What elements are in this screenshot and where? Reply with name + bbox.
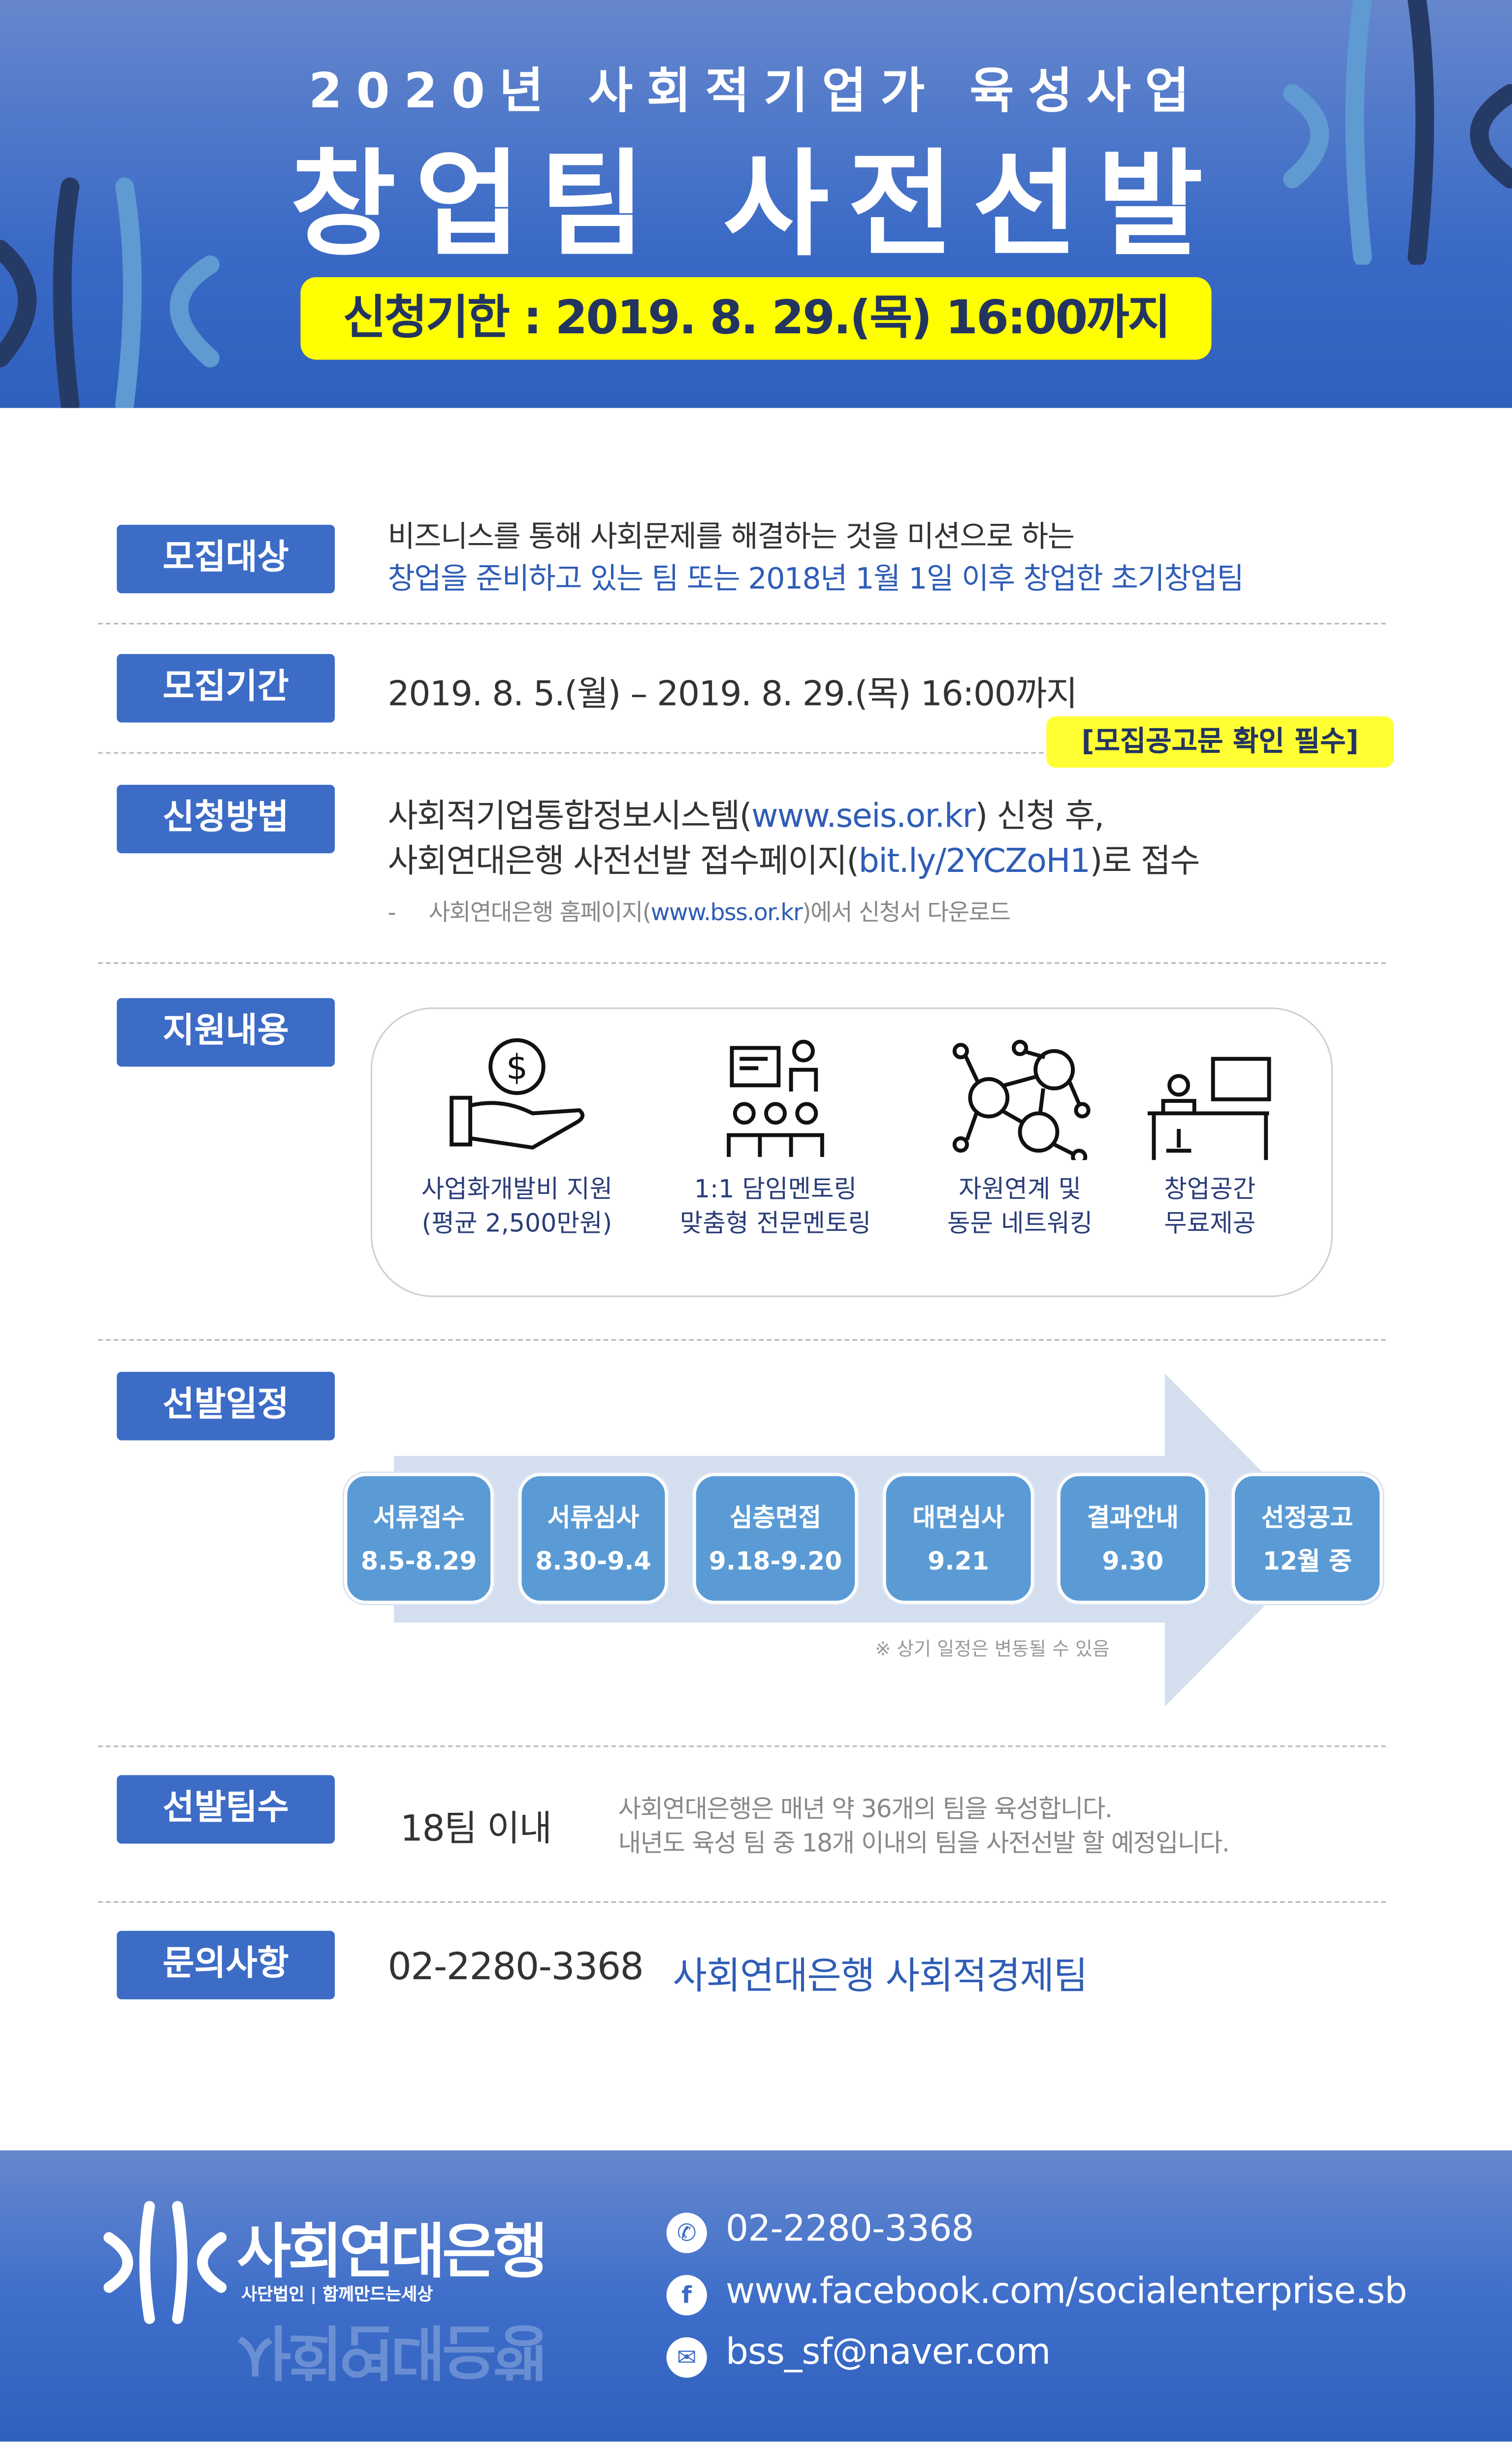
divider xyxy=(98,752,1386,754)
text: 사회연대은행 홈페이지( xyxy=(428,898,652,927)
money-hand-icon: $ xyxy=(450,1038,584,1150)
support-caption: 자원연계 및 xyxy=(959,1174,1082,1204)
facebook-icon: f xyxy=(666,2275,707,2315)
support-caption: 1:1 담임멘토링 xyxy=(694,1174,857,1204)
email-icon: ✉ xyxy=(666,2337,707,2378)
schedule-step: 결과안내 9.30 xyxy=(1057,1473,1209,1604)
step-name: 대면심사 xyxy=(912,1503,1004,1533)
banner-subtitle: 2020년 사회적기업가 육성사업 xyxy=(308,64,1204,120)
support-caption: 맞춤형 전문멘토링 xyxy=(679,1208,871,1238)
step-date: 8.5-8.29 xyxy=(361,1546,477,1576)
step-name: 결과안내 xyxy=(1087,1503,1179,1533)
footer: 사회연대은행 사단법인 | 함께만드는세상 사회연대은행 ✆ 02-2280-3… xyxy=(0,2150,1512,2442)
label-method: 신청방법 xyxy=(117,785,335,854)
divider xyxy=(98,1901,1386,1903)
label-target: 모집대상 xyxy=(117,524,335,593)
banner-title: 창업팀 사전선발 xyxy=(290,138,1222,273)
footer-phone: 02-2280-3368 xyxy=(725,2209,974,2250)
teams-value: 18팀 이내 xyxy=(400,1809,552,1850)
step-name: 심층면접 xyxy=(729,1503,822,1533)
divider xyxy=(98,962,1386,964)
support-caption: (평균 2,500만원) xyxy=(421,1208,612,1238)
step-date: 12월 중 xyxy=(1262,1546,1352,1576)
schedule-step: 심층면접 9.18-9.20 xyxy=(693,1473,858,1604)
step-name: 서류접수 xyxy=(373,1503,465,1533)
footer-facebook-link[interactable]: www.facebook.com/socialenterprise.sb xyxy=(725,2272,1408,2313)
period-text: 2019. 8. 5.(월) – 2019. 8. 29.(목) 16:00까지 xyxy=(387,675,1078,715)
notice-required-tag: [모집공고문 확인 필수] xyxy=(1046,716,1394,768)
schedule-step: 대면심사 9.21 xyxy=(883,1473,1034,1604)
support-box xyxy=(370,1007,1333,1297)
logo-reflection: 사회연대은행 xyxy=(236,2317,545,2386)
seis-link[interactable]: www.seis.or.kr xyxy=(751,797,976,835)
method-line-2: 사회연대은행 사전선발 접수페이지(bit.ly/2YCZoH1)로 접수 xyxy=(387,836,1200,883)
step-name: 서류심사 xyxy=(547,1503,640,1533)
divider xyxy=(98,1339,1386,1341)
text: 사회적기업통합정보시스템( xyxy=(387,797,752,835)
target-line-2: 창업을 준비하고 있는 팀 또는 2018년 1월 1일 이후 창업한 초기창업… xyxy=(387,562,1244,597)
support-caption: 무료제공 xyxy=(1164,1208,1256,1238)
text: )로 접수 xyxy=(1090,842,1200,880)
teams-desc-2: 내년도 육성 팀 중 18개 이내의 팀을 사전선발 할 예정입니다. xyxy=(618,1828,1230,1858)
logo-subtitle: 사단법인 | 함께만드는세상 xyxy=(241,2284,433,2305)
method-note: - 사회연대은행 홈페이지(www.bss.or.kr)에서 신청서 다운로드 xyxy=(387,896,1011,928)
support-item: $ 사업화개발비 지원 (평균 2,500만원) xyxy=(392,1035,642,1241)
mentoring-icon xyxy=(727,1039,824,1157)
schedule-step: 선정공고 12월 중 xyxy=(1231,1473,1383,1604)
text: ) 신청 후, xyxy=(975,797,1104,835)
teams-desc-1: 사회연대은행은 매년 약 36개의 팀을 육성합니다. xyxy=(618,1794,1113,1824)
logo-name: 사회연대은행 xyxy=(236,2217,548,2286)
contact-phone: 02-2280-3368 xyxy=(387,1945,644,1989)
text: 사회연대은행 사전선발 접수페이지( xyxy=(387,842,860,880)
label-period: 모집기간 xyxy=(117,654,335,723)
label-schedule: 선발일정 xyxy=(117,1372,335,1441)
bitly-link[interactable]: bit.ly/2YCZoH1 xyxy=(858,842,1091,880)
step-date: 8.30-9.4 xyxy=(535,1546,651,1576)
label-teams: 선발팀수 xyxy=(117,1775,335,1844)
step-date: 9.18-9.20 xyxy=(708,1546,842,1576)
contact-team: 사회연대은행 사회적경제팀 xyxy=(673,1954,1088,1998)
network-icon xyxy=(952,1039,1091,1160)
support-caption: 사업화개발비 지원 xyxy=(421,1174,613,1204)
target-line-1: 비즈니스를 통해 사회문제를 해결하는 것을 미션으로 하는 xyxy=(387,520,1075,554)
logo-snowflake-icon xyxy=(103,2201,227,2324)
svg-text:$: $ xyxy=(506,1048,528,1088)
bss-link[interactable]: www.bss.or.kr xyxy=(650,898,803,927)
schedule-step: 서류접수 8.5-8.29 xyxy=(344,1473,494,1604)
bullet-dash: - xyxy=(387,898,396,927)
support-caption: 동문 네트워킹 xyxy=(947,1208,1093,1238)
method-line-1: 사회적기업통합정보시스템(www.seis.or.kr) 신청 후, xyxy=(387,791,1105,838)
step-name: 선정공고 xyxy=(1261,1503,1353,1533)
step-date: 9.21 xyxy=(928,1546,990,1576)
schedule-note: ※ 상기 일정은 변동될 수 있음 xyxy=(875,1638,1110,1660)
divider xyxy=(98,1745,1386,1747)
footer-email-link[interactable]: bss_sf@naver.com xyxy=(725,2332,1051,2373)
snowflake-decoration-icon xyxy=(1283,0,1512,265)
snowflake-decoration-icon xyxy=(0,177,220,408)
step-date: 9.30 xyxy=(1102,1546,1164,1576)
text: )에서 신청서 다운로드 xyxy=(802,898,1011,927)
support-caption: 창업공간 xyxy=(1164,1174,1256,1204)
phone-icon: ✆ xyxy=(666,2213,707,2253)
label-support: 지원내용 xyxy=(117,998,335,1067)
divider xyxy=(98,623,1386,625)
schedule-step: 서류심사 8.30-9.4 xyxy=(518,1473,668,1604)
workspace-icon xyxy=(1147,1057,1271,1160)
label-contact: 문의사항 xyxy=(117,1930,335,1999)
header-banner: 2020년 사회적기업가 육성사업 창업팀 사전선발 신청기한 : 2019. … xyxy=(0,0,1512,408)
deadline-badge: 신청기한 : 2019. 8. 29.(목) 16:00까지 xyxy=(300,277,1212,360)
